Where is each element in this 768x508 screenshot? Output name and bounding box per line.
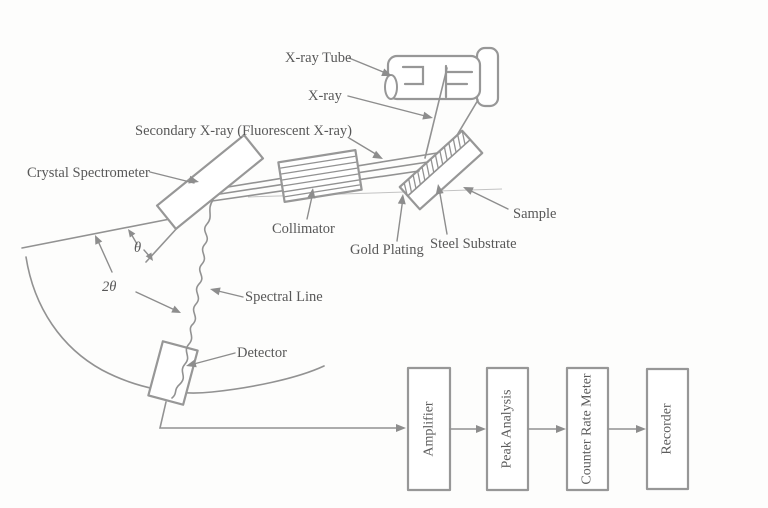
flow-chain: Amplifier Peak Analysis Counter Rate Met… (406, 366, 690, 492)
label-crystal-spectrometer: Crystal Spectrometer (27, 165, 150, 181)
signal-connector (158, 401, 398, 429)
flow-box-label-recorder: Recorder (660, 403, 675, 455)
sample-assembly (398, 129, 484, 211)
detector-body (147, 340, 199, 406)
label-sample: Sample (513, 206, 557, 222)
flow-box-counter-rate-meter (565, 366, 610, 492)
label-detector: Detector (237, 345, 287, 361)
spectral-wavy-line (171, 199, 214, 399)
collimator-assembly (277, 149, 363, 203)
label-spectral-line: Spectral Line (245, 289, 323, 305)
gold-plating-hatch (403, 130, 466, 196)
flow-box-label-peak-analysis: Peak Analysis (500, 390, 515, 469)
two-theta-angle-marks (95, 235, 181, 313)
label-collimator: Collimator (272, 221, 335, 237)
leader-steel-substrate (438, 187, 448, 235)
flow-box-amplifier (406, 366, 452, 492)
goniometer-baseline (21, 218, 171, 249)
two-theta-arrowhead-down (171, 305, 181, 313)
leader-gold-plating (396, 197, 404, 242)
goniometer-arc (25, 256, 325, 394)
cathode-electrode-icon (401, 65, 425, 86)
collimator-slats (280, 155, 360, 198)
label-steel-substrate: Steel Substrate (430, 236, 517, 252)
leader-xray (347, 95, 430, 118)
leader-crystal (149, 171, 195, 184)
crystal-body (155, 134, 265, 230)
label-gold-plating: Gold Plating (350, 242, 424, 258)
xray-tube-window (384, 74, 398, 100)
flow-box-label-amplifier: Amplifier (422, 401, 437, 457)
flow-arrowhead-1 (476, 425, 486, 433)
leader-secondary (348, 137, 380, 157)
theta-angle-marks (128, 229, 153, 261)
label-leaders (149, 57, 509, 368)
label-secondary-xray: Secondary X-ray (Fluorescent X-ray) (135, 123, 352, 139)
xray-tube-body (386, 54, 482, 101)
gold-plating-layer-line (406, 138, 472, 197)
leader-detector (189, 352, 236, 366)
flow-arrowhead-3 (636, 425, 646, 433)
signal-arrowhead (396, 424, 406, 432)
flow-arrowhead-2 (556, 425, 566, 433)
flow-box-label-counter-rate-meter: Counter Rate Meter (580, 373, 595, 485)
leader-xray-tube (348, 57, 389, 75)
xray-tube (384, 46, 500, 108)
label-xray: X-ray (308, 88, 343, 104)
theta-arrowhead-up (128, 229, 136, 238)
label-two-theta: 2θ (102, 279, 116, 295)
theta-arrowhead-down (145, 252, 153, 261)
label-theta: θ (134, 240, 141, 256)
leader-sample (466, 188, 509, 210)
two-theta-arrowhead-up (95, 235, 103, 245)
label-xray-tube: X-ray Tube (285, 50, 351, 66)
flow-box-recorder (645, 367, 690, 491)
